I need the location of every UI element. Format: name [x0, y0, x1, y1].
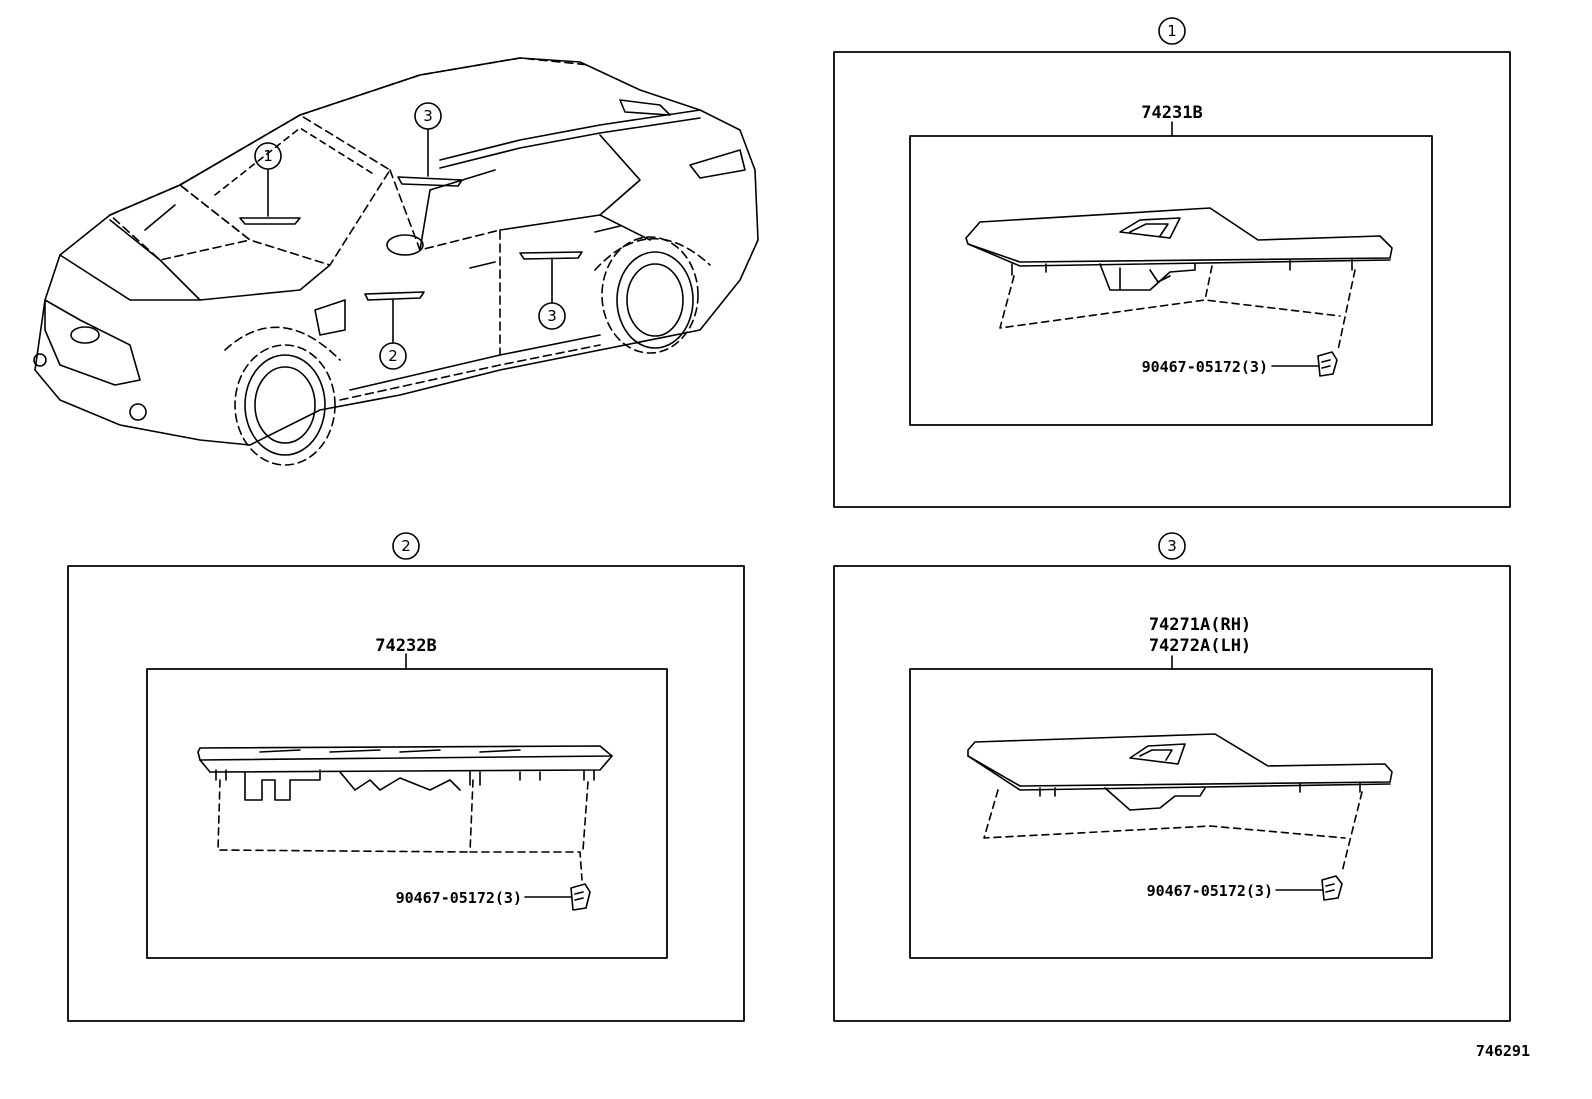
switch-base-74271A-74272A — [967, 733, 1393, 811]
clip-fastener-icon — [1317, 351, 1338, 377]
panel-1-inner-frame — [909, 135, 1433, 426]
panel-2-number: 2 — [401, 537, 411, 555]
panel-1-outer-frame — [833, 51, 1511, 508]
panel-1-number: 1 — [1167, 22, 1177, 40]
panel-2-fastener-label: 90467-05172(3) — [396, 889, 522, 907]
panel-3-outer-frame — [833, 565, 1511, 1022]
overview-callout-1 — [254, 142, 282, 170]
overview-callout-2 — [379, 342, 407, 370]
overview-callout-2-label: 2 — [388, 347, 398, 365]
panel-3 — [833, 532, 1511, 1022]
panel-2-inner-frame — [146, 668, 668, 959]
panel-3-part-number-lh: 74272A(LH) — [1149, 636, 1251, 656]
vehicle-overview — [33, 57, 759, 466]
panel-3-fastener-label: 90467-05172(3) — [1147, 882, 1273, 900]
panel-1-fastener-label: 90467-05172(3) — [1142, 358, 1268, 376]
clip-fastener-icon — [570, 883, 591, 911]
panel-2-outer-frame — [67, 565, 745, 1022]
panel-3-number: 3 — [1167, 537, 1177, 555]
diagram-id: 746291 — [1476, 1042, 1530, 1060]
panel-3-number-circle — [1158, 532, 1186, 560]
panel-1-number-circle — [1158, 17, 1186, 45]
panel-1-part-number: 74231B — [1141, 103, 1202, 123]
overview-callout-1-label: 1 — [263, 147, 273, 165]
overview-callout-3-upper-label: 3 — [423, 107, 433, 125]
overview-callout-3-lower — [538, 302, 566, 330]
clip-fastener-icon — [1321, 875, 1343, 901]
panel-1 — [833, 17, 1511, 508]
panel-2-number-circle — [392, 532, 420, 560]
panel-2-part-number: 74232B — [375, 636, 436, 656]
overview-callout-3-lower-label: 3 — [547, 307, 557, 325]
panel-2 — [67, 532, 745, 1022]
panel-3-part-number-rh: 74271A(RH) — [1149, 615, 1251, 635]
switch-base-74232B — [197, 745, 613, 801]
overview-callout-3-upper — [414, 102, 442, 130]
switch-base-74231B — [965, 207, 1393, 291]
panel-3-inner-frame — [909, 668, 1433, 959]
